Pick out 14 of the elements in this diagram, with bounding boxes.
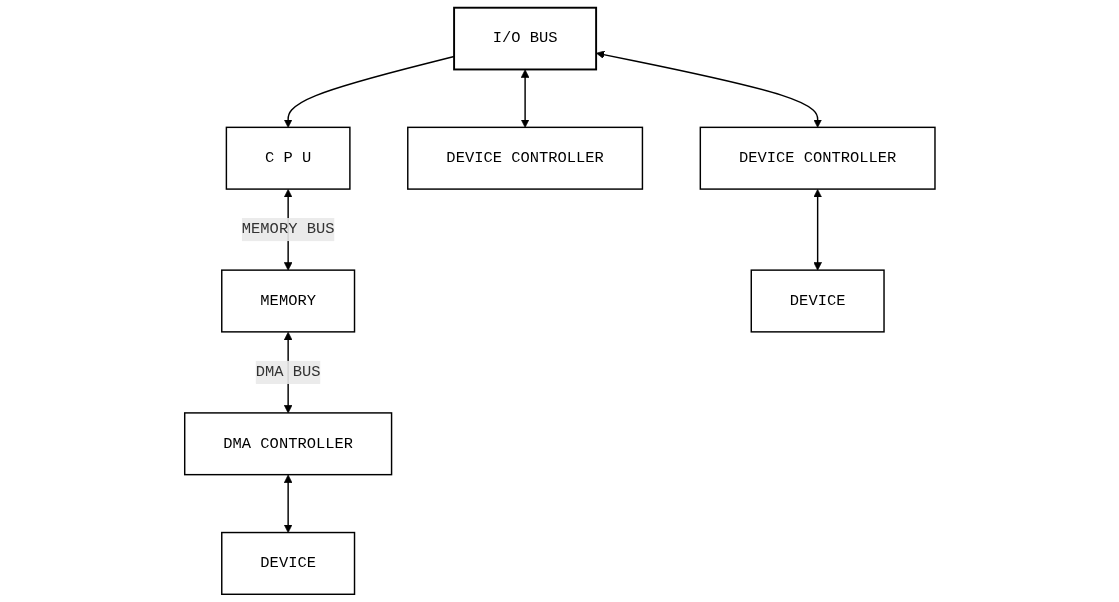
arrow — [595, 50, 822, 128]
arrow — [520, 69, 529, 128]
node-box: DEVICE — [750, 269, 885, 333]
arrow — [283, 474, 293, 533]
node-box: DEVICE CONTROLLER — [406, 126, 643, 190]
edge-label: DMA BUS — [255, 363, 321, 382]
node-box: DMA CONTROLLER — [183, 412, 392, 476]
edge-label: MEMORY BUS — [241, 220, 335, 239]
arrow — [813, 189, 822, 271]
node-box: I/O BUS — [452, 6, 597, 71]
node-box: DEVICE CONTROLLER — [699, 126, 936, 190]
node-box: C P U — [225, 126, 351, 190]
node-box: DEVICE — [220, 531, 355, 595]
node-box: MEMORY — [220, 269, 355, 333]
